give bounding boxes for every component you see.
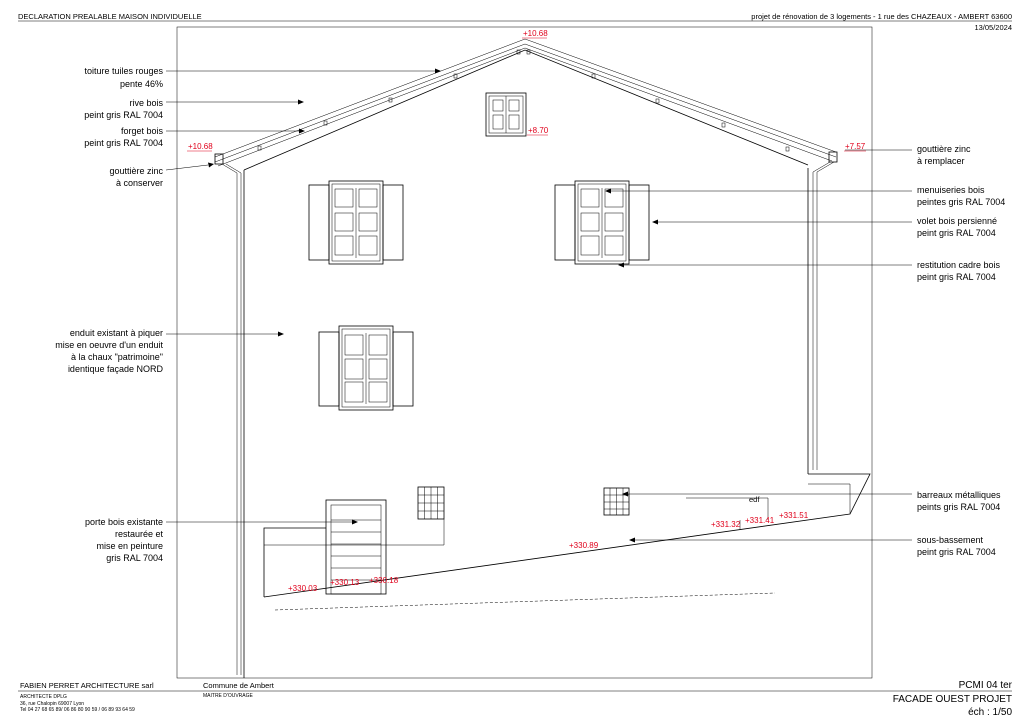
svg-text:peint gris RAL 7004: peint gris RAL 7004 bbox=[917, 272, 996, 282]
footer-title: ARCHITECTE DPLG bbox=[20, 694, 67, 700]
svg-text:peint gris RAL 7004: peint gris RAL 7004 bbox=[917, 547, 996, 557]
svg-text:restitution cadre bois: restitution cadre bois bbox=[917, 260, 1001, 270]
window-middle bbox=[318, 325, 414, 411]
barred-window-right bbox=[603, 487, 630, 516]
svg-text:peint gris RAL 7004: peint gris RAL 7004 bbox=[84, 110, 163, 120]
window-upper-right bbox=[554, 180, 650, 265]
level-eave-left: +10.68 bbox=[188, 142, 213, 151]
annotation-gutter-right: gouttière zinc à remplacer bbox=[845, 144, 971, 166]
level-ground-6: +331.41 bbox=[745, 516, 775, 525]
sheet-frame bbox=[176, 26, 873, 679]
edf-label: edf bbox=[749, 495, 760, 504]
gutter-left bbox=[214, 153, 242, 675]
level-markers: +10.68 +10.68 +7.57 +8.70 +330.03 +330.1… bbox=[187, 29, 866, 593]
svg-text:gouttière zinc: gouttière zinc bbox=[109, 166, 163, 176]
svg-text:porte bois existante: porte bois existante bbox=[85, 517, 163, 527]
svg-text:forget bois: forget bois bbox=[121, 126, 164, 136]
svg-text:identique façade NORD: identique façade NORD bbox=[68, 364, 164, 374]
svg-text:barreaux métalliques: barreaux métalliques bbox=[917, 490, 1001, 500]
svg-text:peint gris RAL 7004: peint gris RAL 7004 bbox=[84, 138, 163, 148]
footer-sheet-code: PCMI 04 ter bbox=[959, 680, 1013, 691]
level-ground-1: +330.03 bbox=[288, 584, 318, 593]
svg-text:toiture tuiles rouges: toiture tuiles rouges bbox=[84, 66, 163, 76]
svg-text:restaurée et: restaurée et bbox=[115, 529, 164, 539]
annotation-forget: forget bois peint gris RAL 7004 bbox=[84, 126, 305, 148]
footer-client-role: MAITRE D'OUVRAGE bbox=[203, 693, 254, 699]
footer-scale: éch : 1/50 bbox=[968, 707, 1012, 718]
footer-client: Commune de Ambert bbox=[203, 681, 275, 690]
annotation-joinery: menuiseries bois peintes gris RAL 7004 bbox=[605, 185, 1005, 207]
svg-text:pente 46%: pente 46% bbox=[120, 79, 163, 89]
level-eave-right: +7.57 bbox=[845, 142, 866, 151]
svg-text:peint gris RAL 7004: peint gris RAL 7004 bbox=[917, 228, 996, 238]
svg-text:mise en peinture: mise en peinture bbox=[96, 541, 163, 551]
svg-text:menuiseries bois: menuiseries bois bbox=[917, 185, 985, 195]
level-ground-7: +331.51 bbox=[779, 511, 809, 520]
footer-address: 36, rue Chalopin 69007 Lyon bbox=[20, 701, 84, 707]
svg-text:peintes gris RAL 7004: peintes gris RAL 7004 bbox=[917, 197, 1005, 207]
svg-text:à la chaux "patrimoine": à la chaux "patrimoine" bbox=[71, 352, 163, 362]
window-upper-left bbox=[308, 180, 404, 265]
facade-outline bbox=[214, 38, 837, 678]
annotation-rive: rive bois peint gris RAL 7004 bbox=[84, 98, 304, 120]
roof-tile-marks bbox=[257, 49, 790, 152]
annotation-bars: barreaux métalliques peints gris RAL 700… bbox=[622, 490, 1001, 512]
svg-text:gouttière zinc: gouttière zinc bbox=[917, 144, 971, 154]
svg-text:rive bois: rive bois bbox=[129, 98, 163, 108]
annotation-door: porte bois existante restaurée et mise e… bbox=[85, 517, 358, 563]
footer-sheet-title: FACADE OUEST PROJET bbox=[893, 694, 1012, 705]
annotation-base: sous-bassement peint gris RAL 7004 bbox=[629, 535, 996, 557]
level-ground-4: +330.89 bbox=[569, 541, 599, 550]
footer-company: FABIEN PERRET ARCHITECTURE sarl bbox=[20, 681, 154, 690]
attic-window bbox=[485, 92, 527, 137]
svg-text:mise en oeuvre d'un enduit: mise en oeuvre d'un enduit bbox=[55, 340, 163, 350]
annotation-frame: restitution cadre bois peint gris RAL 70… bbox=[618, 260, 1001, 282]
annotation-roof: toiture tuiles rouges pente 46% bbox=[84, 66, 441, 89]
svg-text:sous-bassement: sous-bassement bbox=[917, 535, 984, 545]
svg-text:enduit existant à piquer: enduit existant à piquer bbox=[70, 328, 163, 338]
level-attic-window: +8.70 bbox=[528, 126, 549, 135]
svg-text:à conserver: à conserver bbox=[116, 178, 163, 188]
level-ground-3: +330.18 bbox=[369, 576, 399, 585]
level-ground-5: +331.32 bbox=[711, 520, 741, 529]
level-ridge: +10.68 bbox=[523, 29, 548, 38]
level-ground-2: +330.13 bbox=[330, 578, 360, 587]
annotation-shutter: volet bois persienné peint gris RAL 7004 bbox=[652, 216, 997, 238]
header-date: 13/05/2024 bbox=[974, 23, 1012, 32]
header-right: projet de rénovation de 3 logements - 1 … bbox=[751, 12, 1012, 21]
header-left: DECLARATION PREALABLE MAISON INDIVIDUELL… bbox=[18, 12, 202, 21]
base-plinth bbox=[263, 473, 871, 611]
entrance-door bbox=[325, 499, 387, 595]
annotation-gutter-left: gouttière zinc à conserver bbox=[109, 162, 214, 188]
gutter-right bbox=[812, 151, 838, 470]
footer-phone: Tel 04 27 68 65 89/ 06 86 80 90 59 / 06 … bbox=[20, 707, 135, 713]
svg-text:à remplacer: à remplacer bbox=[917, 156, 965, 166]
svg-text:gris RAL 7004: gris RAL 7004 bbox=[106, 553, 163, 563]
barred-window-left bbox=[417, 486, 445, 520]
svg-text:volet bois persienné: volet bois persienné bbox=[917, 216, 997, 226]
svg-text:peints gris RAL 7004: peints gris RAL 7004 bbox=[917, 502, 1000, 512]
annotation-render: enduit existant à piquer mise en oeuvre … bbox=[55, 328, 284, 374]
